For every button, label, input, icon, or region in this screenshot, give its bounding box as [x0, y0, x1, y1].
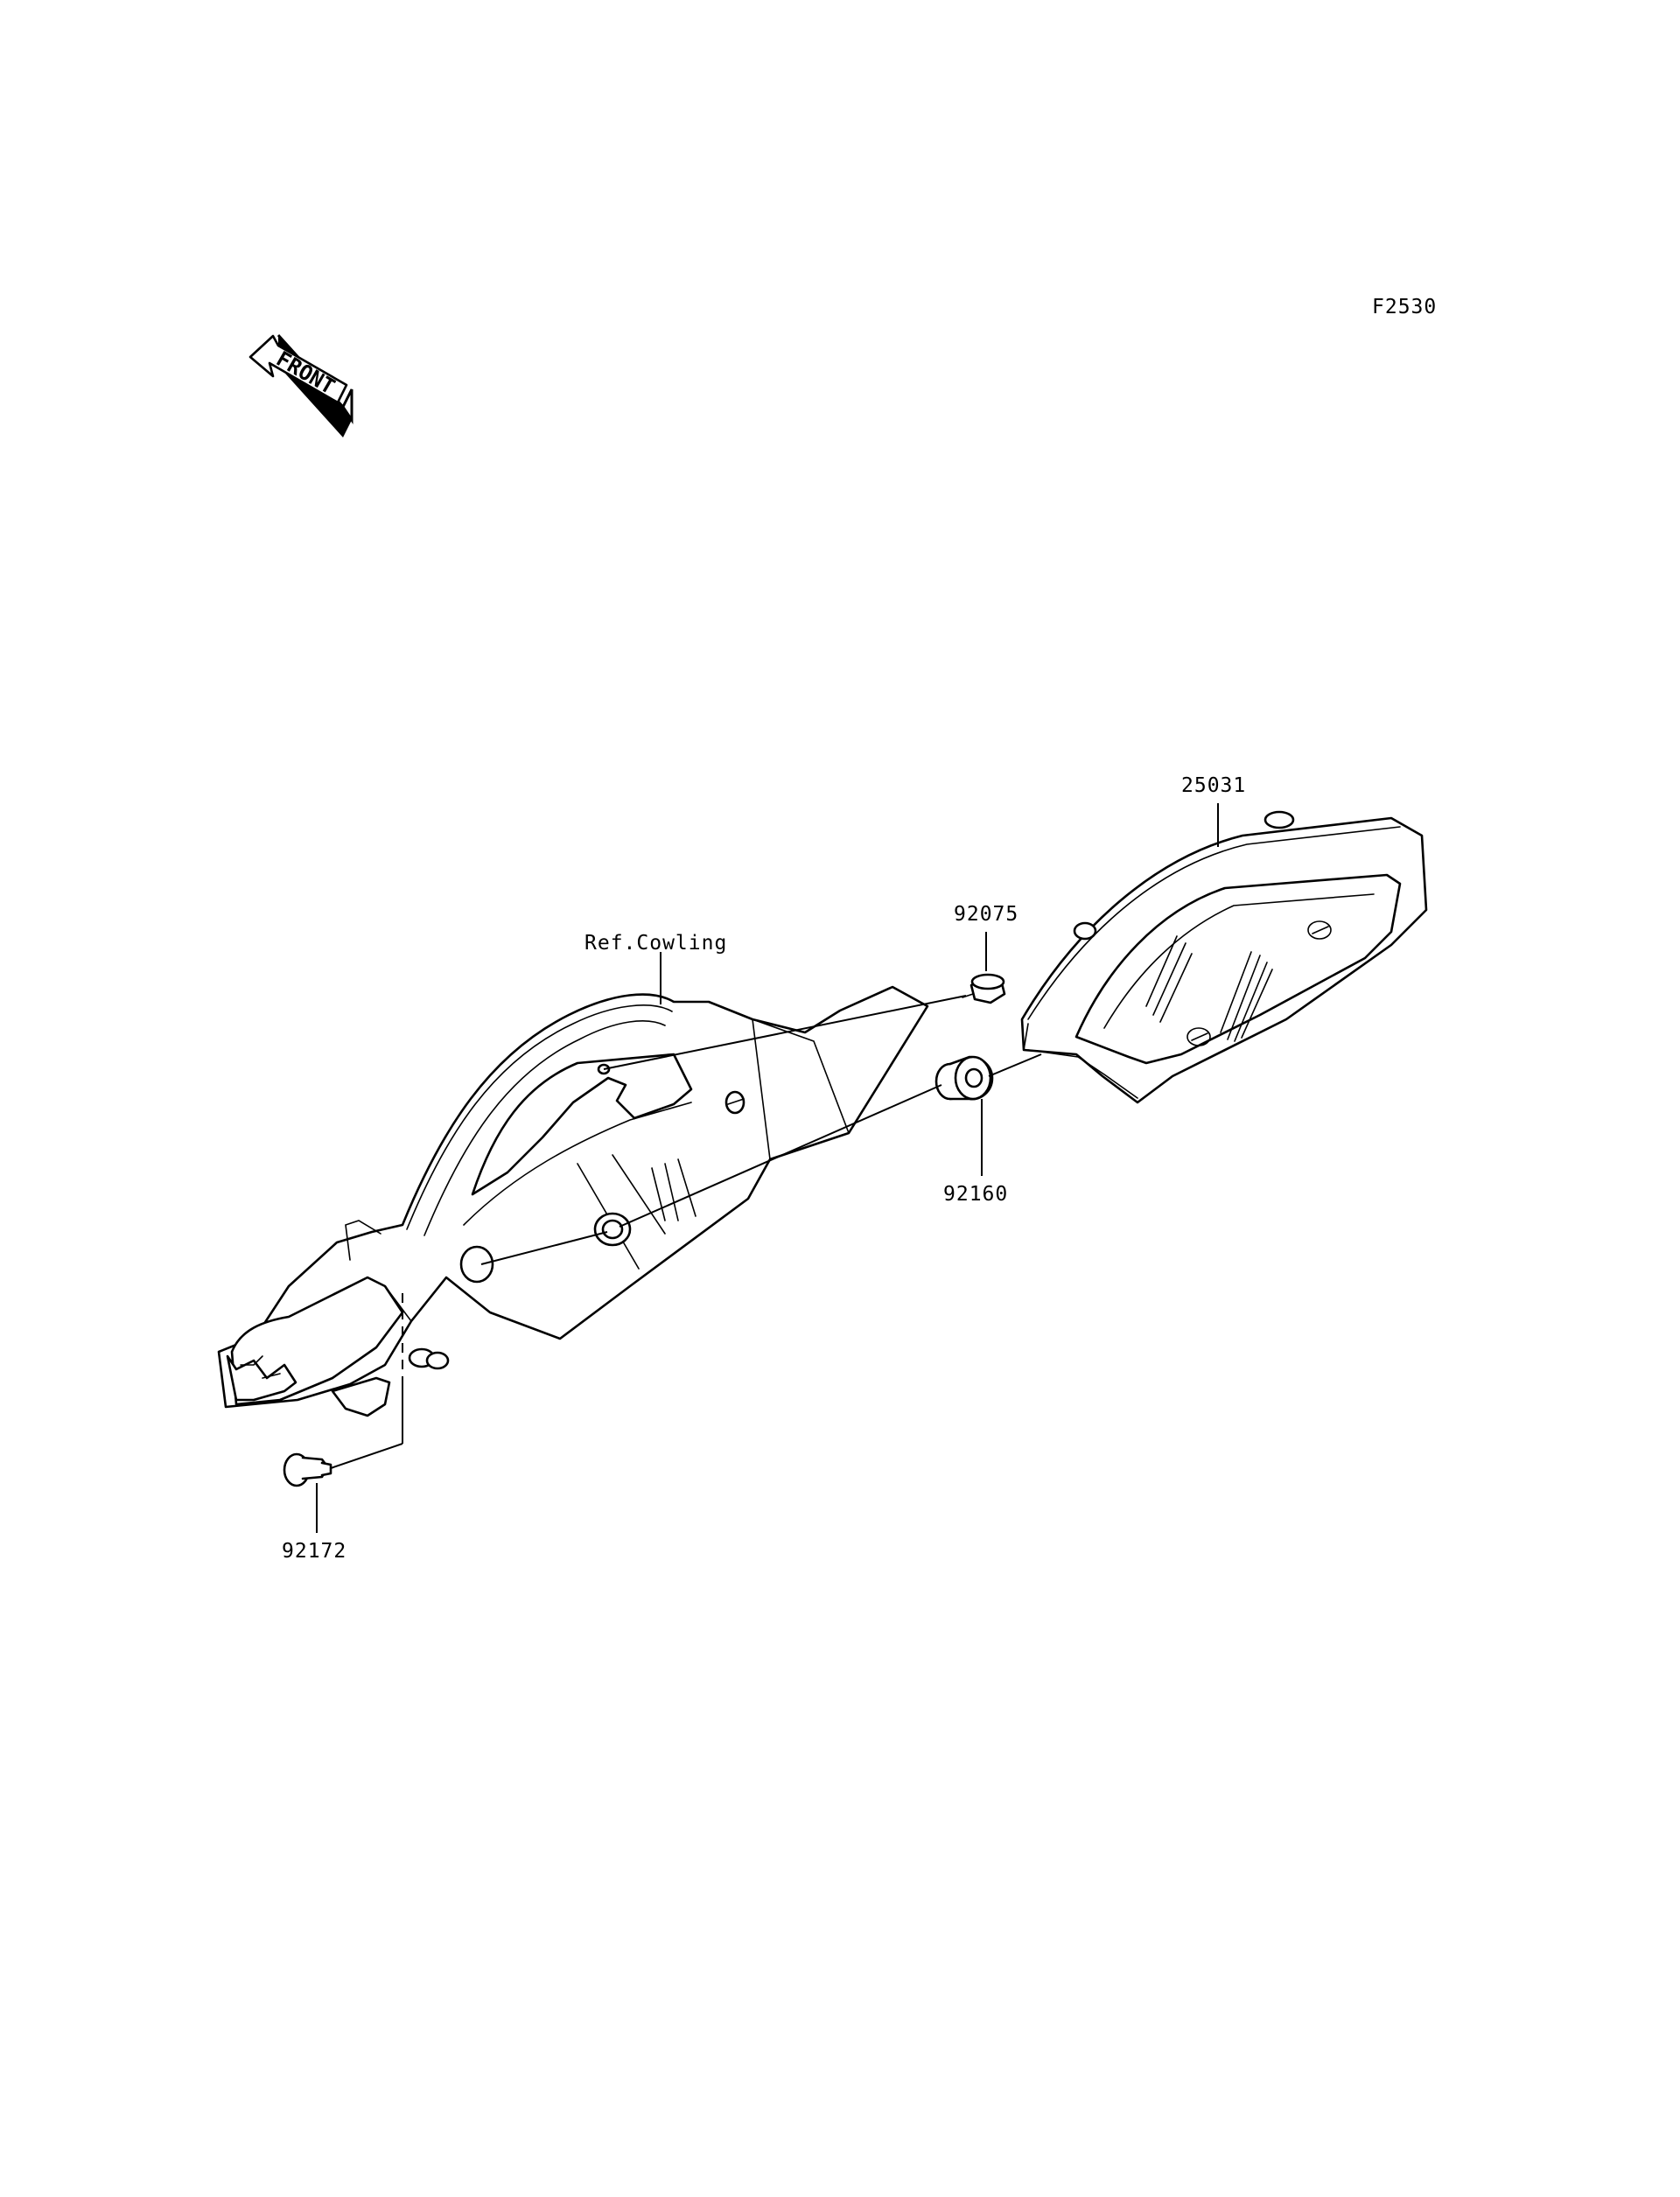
diagram-code: F2530: [1372, 296, 1437, 318]
front-direction-arrow-icon: FRONT: [248, 333, 354, 437]
screw-92172-part: [283, 1452, 332, 1487]
lens-glare-marks: [1145, 935, 1273, 1042]
grommet-92160-part: [934, 1055, 994, 1101]
part-number-92160: 92160: [943, 1183, 1008, 1206]
reference-cowling-label: Ref.Cowling: [584, 932, 727, 955]
bolt-92075-part: [962, 973, 1006, 1004]
meter-screw-icon: [1186, 920, 1332, 1046]
upper-cowling-part: [217, 985, 929, 1417]
part-number-92172: 92172: [282, 1540, 346, 1563]
part-number-25031: 25031: [1181, 774, 1246, 797]
part-number-92075: 92075: [954, 903, 1018, 926]
meter-assembly-part: [1020, 810, 1428, 1104]
